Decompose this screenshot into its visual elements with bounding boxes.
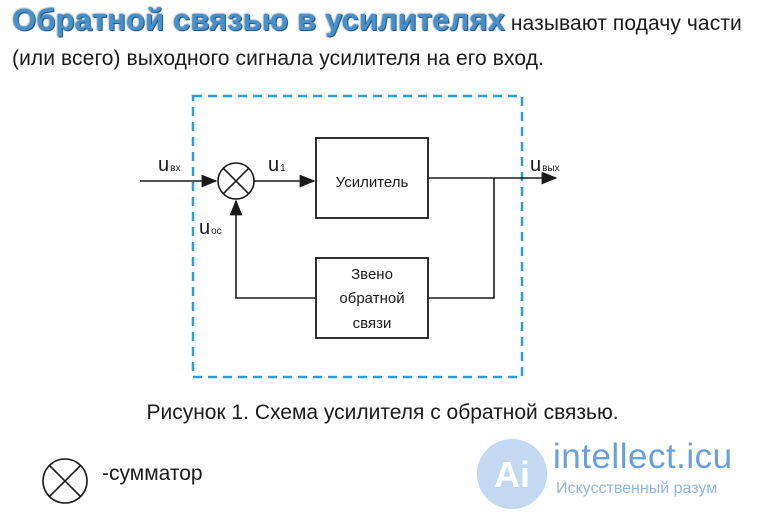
- intro-highlight: Обратной связью в усилителях: [12, 2, 505, 37]
- feedback-to-summator-arrow: [229, 199, 316, 299]
- figure-caption: Рисунок 1. Схема усилителя с обратной св…: [146, 401, 619, 424]
- svg-text:Ai: Ai: [494, 454, 530, 495]
- output-to-feedback-line: [428, 178, 495, 299]
- signal-u-out: uвых: [530, 154, 560, 176]
- watermark-subtitle: Искусственный разум: [556, 480, 718, 497]
- signal-u-feedback: uос: [199, 217, 222, 239]
- legend-label: -сумматор: [102, 462, 203, 485]
- feedback-label-line-2: обратной: [339, 290, 404, 307]
- feedback-label-line-1: Звено: [351, 266, 393, 283]
- system-boundary: [191, 94, 524, 379]
- feedback-label-line-3: связи: [353, 315, 392, 332]
- watermark-logo: Ai: [477, 439, 547, 509]
- summator-icon: [42, 458, 88, 504]
- signal-u-1: u1: [268, 154, 286, 176]
- intro-paragraph: Обратной связью в усилителях называют по…: [12, 2, 757, 76]
- summator: [217, 162, 255, 200]
- intro-rest: называют подачу части (или всего) выходн…: [12, 12, 742, 70]
- feedback-block: [315, 257, 429, 339]
- amplifier-label: Усилитель: [336, 174, 409, 191]
- watermark-name: intellect.icu: [553, 437, 733, 476]
- amplifier-block: [315, 137, 429, 219]
- signal-u-in: uвх: [158, 154, 180, 176]
